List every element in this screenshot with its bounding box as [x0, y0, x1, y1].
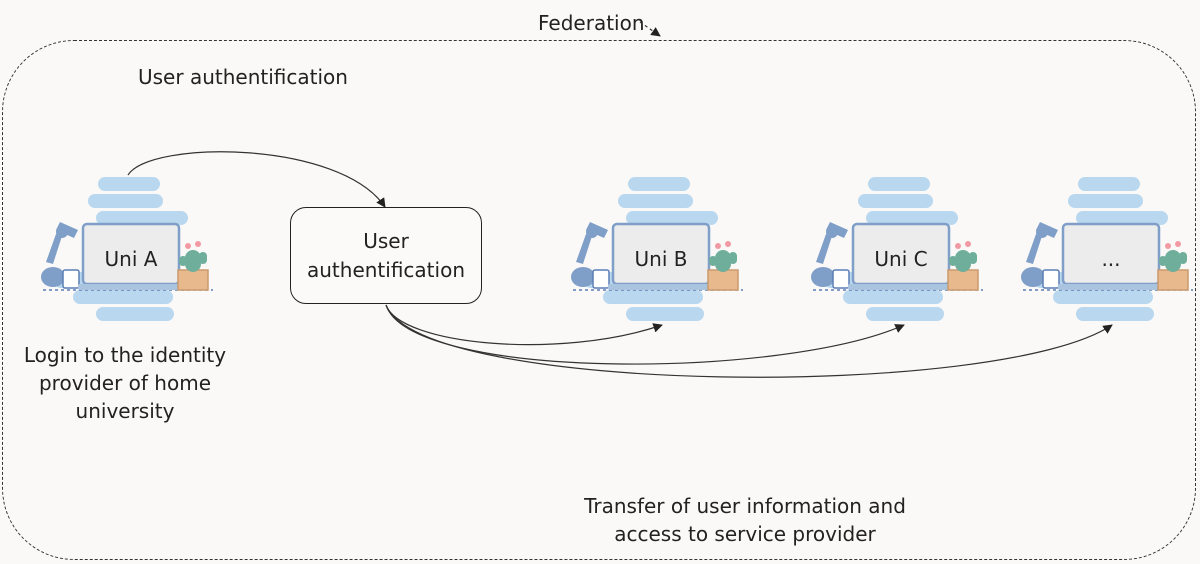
federation-boundary — [2, 40, 1196, 560]
transfer-caption: Transfer of user information and access … — [584, 494, 906, 546]
federation-title-arrow — [639, 21, 661, 37]
arrow-uni-a-to-auth — [127, 151, 386, 208]
login-caption: Login to the identity provider of home u… — [23, 343, 227, 423]
arrow-auth-to-uni-c — [385, 304, 905, 365]
auth-box: User authentification — [290, 207, 482, 304]
uni-more-label: ... — [1101, 247, 1121, 271]
uni-b-illustration: Uni B — [568, 172, 748, 322]
uni-a-label: Uni A — [104, 247, 158, 271]
workstation-icon — [811, 177, 983, 321]
uni-c-label: Uni C — [874, 247, 928, 271]
arrow-auth-to-uni-b — [385, 304, 663, 346]
arrow-auth-to-uni-more — [385, 304, 1113, 378]
workstation-icon — [41, 177, 213, 321]
auth-region-label: User authentification — [138, 65, 348, 89]
uni-a-illustration: Uni A — [38, 172, 218, 322]
uni-b-label: Uni B — [634, 247, 688, 271]
workstation-icon — [1021, 177, 1193, 321]
uni-more-illustration: ... — [1018, 172, 1198, 322]
uni-c-illustration: Uni C — [808, 172, 988, 322]
workstation-icon — [571, 177, 743, 321]
auth-box-label: User authentification — [307, 228, 465, 282]
federation-title: Federation — [538, 11, 645, 35]
